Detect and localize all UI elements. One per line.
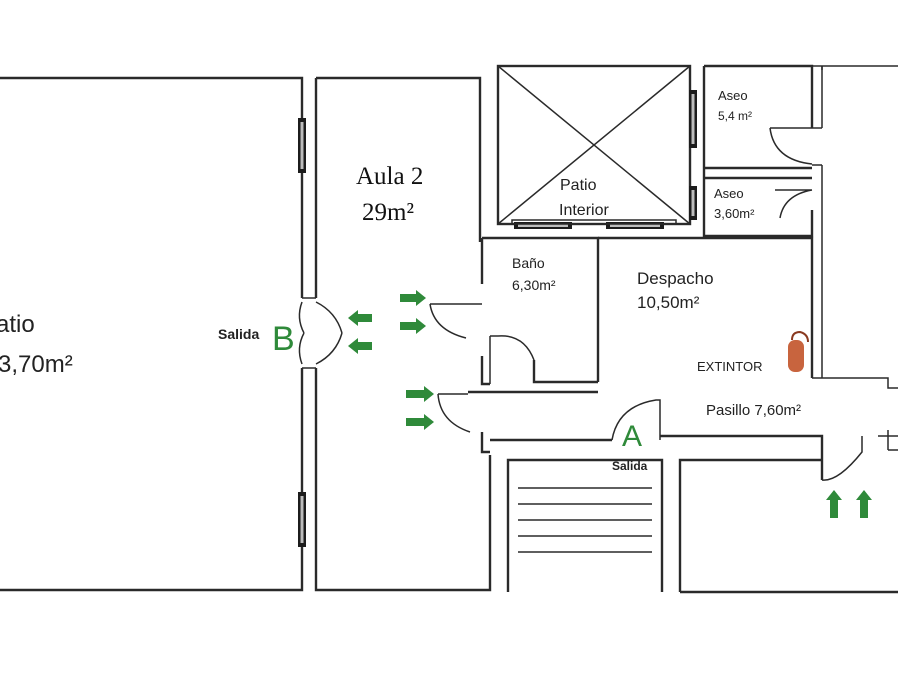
aseo-1-area: 5,4 m² xyxy=(718,109,752,123)
bano-room xyxy=(429,236,600,386)
arrow-left-icon xyxy=(348,310,372,326)
stairs xyxy=(506,458,898,594)
patio-room xyxy=(0,76,306,592)
patio-area: 3,70m² xyxy=(0,351,73,378)
pasillo-label: Pasillo 7,60m² xyxy=(706,402,801,419)
aula-2-area: 29m² xyxy=(362,199,414,226)
extintor-label: EXTINTOR xyxy=(697,359,763,374)
extinguisher-icon xyxy=(788,330,809,372)
exit-b-caption: Salida xyxy=(218,326,259,342)
aseo-rooms xyxy=(702,64,898,238)
aseo-1-name: Aseo xyxy=(718,88,748,103)
despacho-name: Despacho xyxy=(637,269,714,288)
arrow-up-icon xyxy=(826,490,842,518)
arrow-left-icon xyxy=(348,338,372,354)
aula-2-room xyxy=(302,76,492,592)
arrow-right-icon xyxy=(406,414,434,430)
arrow-right-icon xyxy=(400,318,426,334)
bano-area: 6,30m² xyxy=(512,277,556,293)
patio-interior xyxy=(496,64,697,229)
arrow-right-icon xyxy=(400,290,426,306)
patio-name: atio xyxy=(0,311,35,338)
aseo-2-area: 3,60m² xyxy=(714,206,755,221)
exit-a-letter: A xyxy=(622,420,642,453)
pasillo xyxy=(437,390,898,481)
exit-b-letter: B xyxy=(272,320,295,358)
patio-interior-line2: Interior xyxy=(559,202,609,219)
despacho-area: 10,50m² xyxy=(637,293,700,312)
aseo-2-name: Aseo xyxy=(714,186,744,201)
despacho-room xyxy=(598,232,898,389)
arrow-right-icon xyxy=(406,386,434,402)
arrow-up-icon xyxy=(856,490,872,518)
aula-2-name: Aula 2 xyxy=(356,163,423,190)
patio-interior-line1: Patio xyxy=(560,177,597,194)
bano-name: Baño xyxy=(512,255,545,271)
exit-b-door xyxy=(298,301,343,365)
exit-a-caption: Salida xyxy=(612,459,648,473)
evacuation-arrows xyxy=(348,290,872,518)
